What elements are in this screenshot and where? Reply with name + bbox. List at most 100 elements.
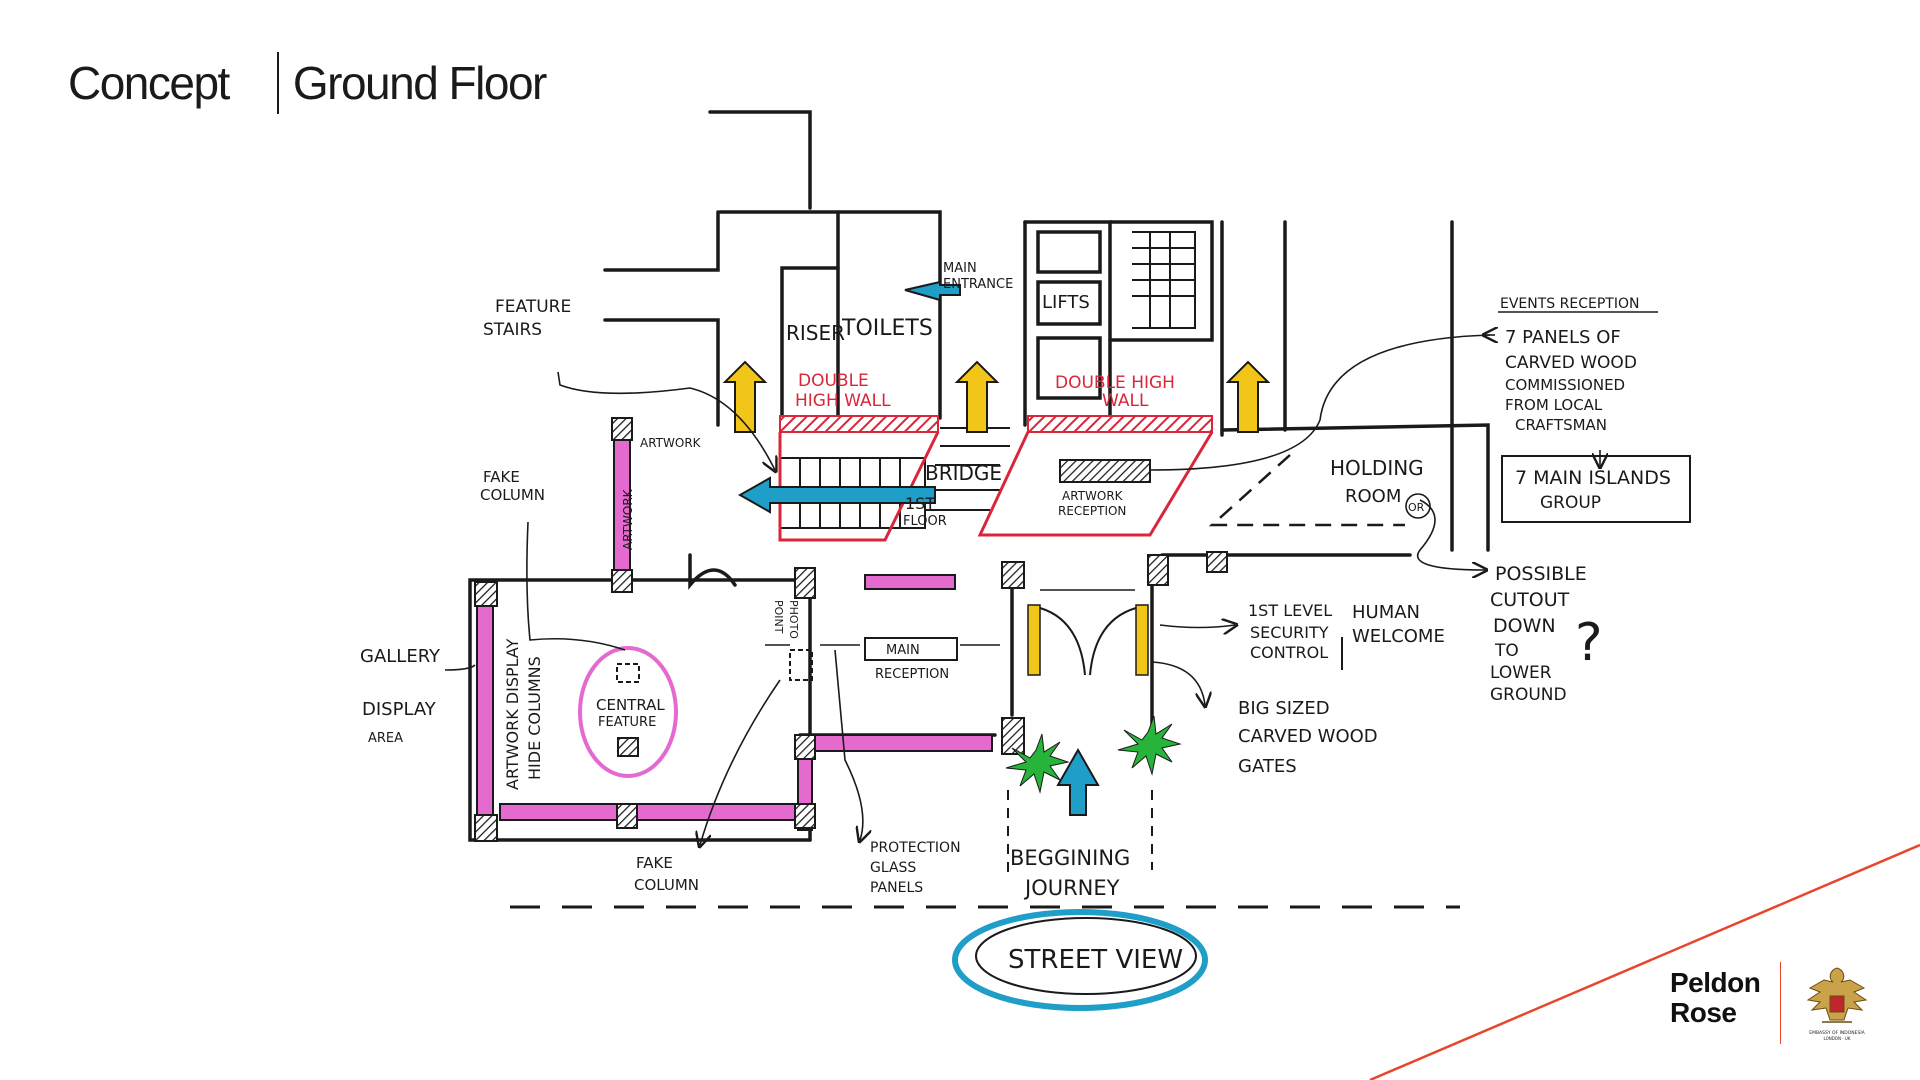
label-1st-floor-2: FLOOR [903, 514, 947, 529]
page-header: Concept Ground Floor [68, 48, 548, 118]
label-main-reception-2: RECEPTION [875, 667, 949, 682]
label-artwork-display-2: HIDE COLUMNS [525, 656, 544, 780]
label-human-welcome-2: WELCOME [1352, 626, 1445, 647]
label-fake-column-bottom-2: COLUMN [634, 876, 699, 894]
label-events-reception: EVENTS RECEPTION [1500, 296, 1639, 312]
label-main-reception-1: MAIN [886, 643, 920, 658]
label-possible-cutout-1: POSSIBLE [1495, 563, 1587, 585]
label-gallery-2: DISPLAY [362, 699, 437, 720]
label-panels-3: COMMISSIONED [1505, 376, 1625, 394]
label-fake-column-bottom-1: FAKE [636, 854, 673, 872]
label-carved-gates-3: GATES [1238, 756, 1297, 777]
label-beginning-journey-2: JOURNEY [1023, 876, 1120, 900]
label-or: OR [1408, 501, 1425, 514]
label-feature-stairs-1: FEATURE [495, 297, 571, 317]
logo-line-1: Peldon [1670, 967, 1761, 998]
label-double-high-wall-left-2: HIGH WALL [795, 391, 891, 411]
label-artwork-side: ARTWORK [621, 488, 635, 550]
label-double-high-wall-left-1: DOUBLE [798, 371, 869, 391]
label-feature-stairs-2: STAIRS [483, 320, 542, 340]
label-holding-room-2: ROOM [1345, 486, 1401, 507]
label-toilets: TOILETS [841, 316, 933, 341]
label-artwork-top: ARTWORK [640, 436, 702, 450]
double-high-wall-left [779, 415, 939, 433]
or-circle [1405, 493, 1431, 519]
label-security-1: 1ST LEVEL [1248, 601, 1332, 620]
label-1st-floor-1: 1ST [905, 494, 935, 513]
central-feature-plinth [617, 737, 639, 757]
label-artwork-reception-2: RECEPTION [1058, 504, 1126, 518]
emblem-text-2: LONDON - UK [1824, 1036, 1851, 1041]
label-bridge: BRIDGE [925, 461, 1002, 485]
label-possible-cutout-2: CUTOUT [1490, 589, 1570, 611]
header-page: Ground Floor [292, 57, 548, 109]
label-main-islands-1: 7 MAIN ISLANDS [1515, 467, 1671, 489]
peldon-rose-logo: Peldon Rose [1670, 967, 1761, 1028]
label-photo-point-1: PHOTO [787, 600, 800, 639]
brand-diagonal-line [1369, 843, 1920, 1080]
street-view-ellipse-inner [975, 917, 1197, 995]
label-photo-point-2: POINT [772, 600, 785, 634]
label-panels-4: FROM LOCAL [1505, 396, 1603, 414]
label-panels-2: CARVED WOOD [1505, 353, 1637, 373]
label-possible-cutout-6: GROUND [1490, 685, 1567, 705]
label-main-entrance-1: MAIN [943, 261, 977, 276]
circulation-arrows [737, 280, 1100, 816]
emblem-text-1: EMBASSY OF INDONESIA [1809, 1030, 1865, 1036]
double-height-arrows [722, 360, 1271, 433]
label-protection-glass-2: GLASS [870, 860, 916, 876]
label-carved-gates-2: CARVED WOOD [1238, 726, 1378, 747]
label-beginning-journey-1: BEGGINING [1010, 846, 1130, 870]
label-gallery-3: AREA [368, 731, 403, 746]
label-protection-glass-1: PROTECTION [870, 840, 961, 856]
label-carved-gates-1: BIG SIZED [1238, 698, 1330, 719]
photo-point-frame [789, 649, 813, 681]
label-gallery-1: GALLERY [360, 646, 441, 667]
label-riser: RISER [786, 321, 845, 345]
label-protection-glass-3: PANELS [870, 880, 923, 896]
label-central-feature-2: FEATURE [598, 715, 656, 730]
approach-lines [1007, 790, 1153, 880]
label-panels-5: CRAFTSMAN [1515, 416, 1607, 434]
street-view-ellipse [952, 909, 1208, 1011]
leader-lines [444, 335, 1600, 845]
logo-line-2: Rose [1670, 997, 1737, 1028]
header-divider [276, 52, 279, 114]
label-main-entrance-2: ENTRANCE [943, 277, 1013, 292]
label-fake-column-top-1: FAKE [483, 468, 520, 486]
plants [1005, 715, 1182, 794]
label-panels-1: 7 PANELS OF [1505, 327, 1621, 348]
dimension-arrows [820, 589, 1135, 646]
artwork-reception-desk [1059, 459, 1151, 483]
label-possible-cutout-3: DOWN [1493, 615, 1556, 637]
label-possible-cutout-4: TO [1494, 641, 1519, 661]
logo-divider [1780, 962, 1781, 1044]
label-security-3: CONTROL [1250, 643, 1328, 662]
label-artwork-reception-1: ARTWORK [1062, 489, 1124, 503]
label-human-welcome-1: HUMAN [1352, 602, 1420, 623]
central-feature-marker [616, 663, 640, 683]
label-street-view: STREET VIEW [1008, 945, 1183, 975]
gate-left [1027, 604, 1041, 676]
gate-swing [1039, 607, 1137, 676]
artwork-reception-outline [977, 431, 1214, 537]
garuda-emblem-icon: EMBASSY OF INDONESIA LONDON - UK [1806, 967, 1868, 1041]
label-question: ? [1575, 613, 1603, 673]
label-possible-cutout-5: LOWER [1490, 663, 1552, 683]
header-section: Concept [68, 57, 230, 109]
central-feature-ellipse [578, 646, 678, 778]
label-main-islands-2: GROUP [1540, 493, 1601, 513]
label-artwork-display-1: ARTWORK DISPLAY [503, 638, 522, 790]
gate-right [1135, 604, 1149, 676]
label-holding-room-1: HOLDING [1330, 456, 1424, 480]
label-central-feature-1: CENTRAL [596, 696, 665, 714]
holding-room-outline [1208, 454, 1405, 527]
double-high-wall-right [1027, 415, 1213, 433]
label-lifts: LIFTS [1042, 292, 1090, 313]
main-islands-box [1501, 455, 1691, 523]
label-security-2: SECURITY [1250, 623, 1329, 642]
main-reception-desk [864, 637, 958, 661]
label-double-high-wall-right-1: DOUBLE HIGH [1055, 373, 1175, 393]
label-fake-column-top-2: COLUMN [480, 486, 545, 504]
